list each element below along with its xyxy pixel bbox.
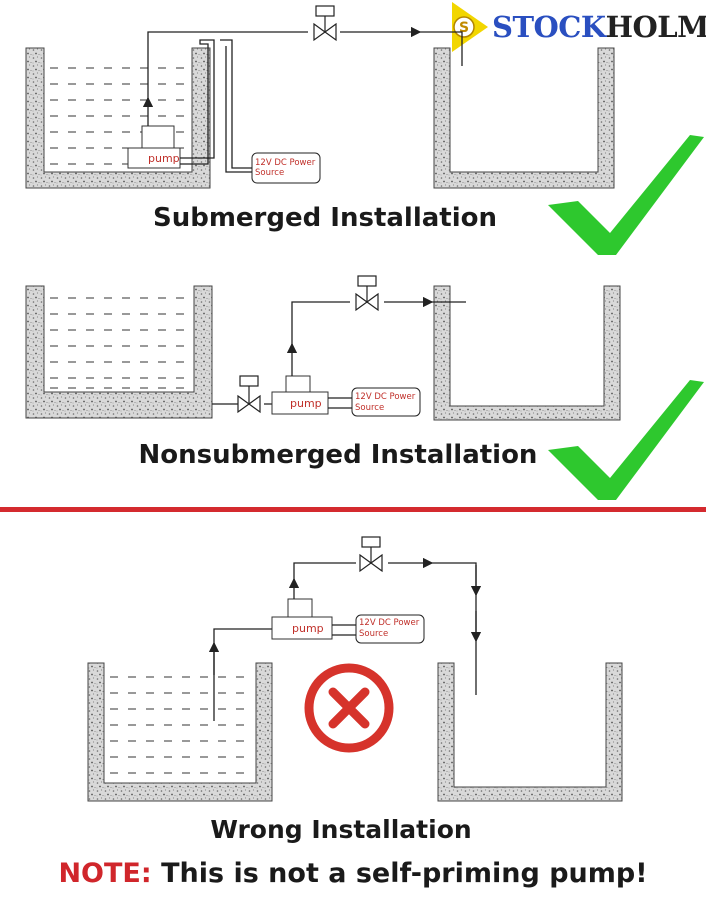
caption-wrong: Wrong Installation [210,815,472,844]
power-label-line1: 12V DC Power [255,158,316,168]
destination-tank [437,662,623,802]
outlet-pipe [288,557,482,695]
nonsubmerged-diagram: pump 12V DC Power Source [25,275,621,421]
source-tank [25,47,211,189]
note: NOTE: This is not a self-priming pump! [0,858,706,889]
note-text: This is not a self-priming pump! [161,858,648,889]
pump: pump [271,375,329,415]
note-label: NOTE: [58,858,152,889]
valve-icon [313,5,337,42]
source-tank [87,662,273,802]
pump: pump [127,125,181,169]
valve-icon [359,536,383,573]
power-label-line2: Source [355,403,384,413]
brand-name: STOCKHOLM [492,10,706,44]
caption-submerged: Submerged Installation [152,203,498,233]
valve-icon [355,275,379,312]
outlet-pipe [142,26,463,173]
check-mark-icon [548,135,704,255]
destination-tank [433,285,621,421]
source-tank [25,285,213,419]
power-source: 12V DC Power Source [351,387,421,417]
pump-label: pump [292,622,324,635]
section-divider [0,507,706,512]
power-label-line2: Source [359,629,388,639]
brand-logo: S STOCKHOLM [448,2,706,52]
power-label-line1: 12V DC Power [359,618,420,628]
destination-tank [433,47,615,189]
pump: pump [271,598,333,640]
power-label-line1: 12V DC Power [355,392,416,402]
power-source: 12V DC Power Source [251,152,321,184]
wrong-diagram: pump 12V DC Power Source [87,536,623,802]
power-label-line2: Source [255,168,284,178]
outlet-pipe [286,296,466,409]
caption-nonsubmerged: Nonsubmerged Installation [138,440,538,470]
cross-mark-icon [304,663,394,753]
pump-label: pump [290,397,322,410]
check-mark-icon [548,380,704,500]
submerged-diagram: pump 12V DC Power Source [25,5,615,189]
brand-badge-letter: S [459,20,469,36]
inlet-valve-icon [237,375,261,414]
brand-name-part1: STOCK [492,10,606,44]
inlet-pipe [208,628,272,721]
pump-label: pump [148,152,180,165]
brand-name-part2: HOLM [605,10,706,44]
power-source: 12V DC Power Source [355,614,425,644]
